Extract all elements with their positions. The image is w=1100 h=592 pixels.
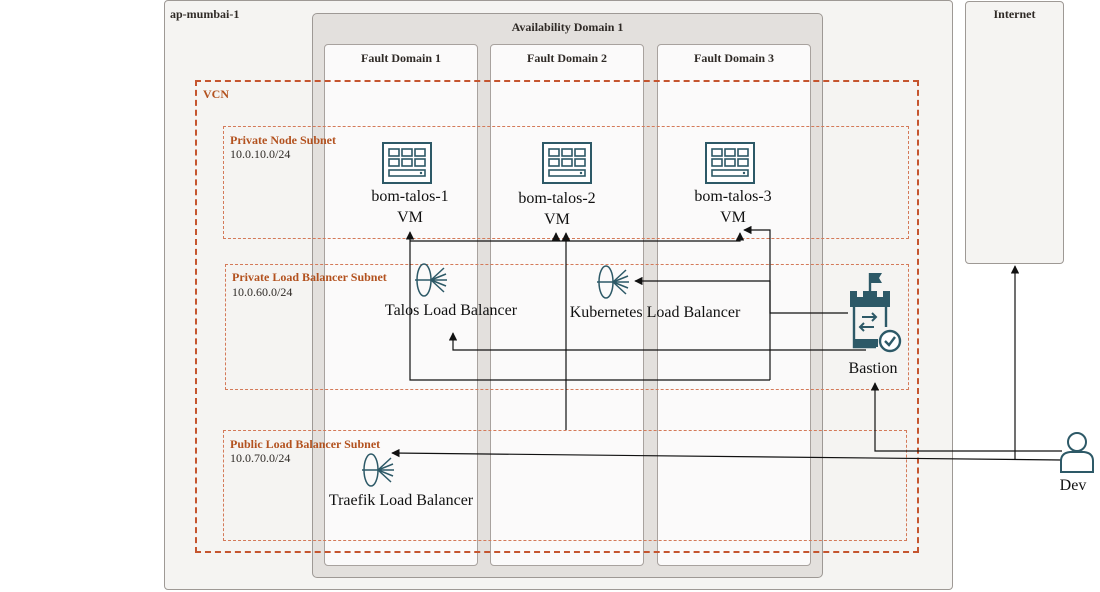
- private-node-subnet-cidr: 10.0.10.0/24: [230, 147, 291, 161]
- vm-icon: [382, 142, 432, 184]
- private-lb-subnet-name: Private Load Balancer Subnet: [232, 270, 387, 284]
- availability-domain-label: Availability Domain 1: [511, 20, 624, 34]
- wire-bastion-to-talos-lb: [448, 332, 866, 351]
- vm2-type: VM: [544, 211, 570, 228]
- vm2-name: bom-talos-2: [518, 190, 596, 207]
- public-lb-subnet-cidr: 10.0.70.0/24: [230, 451, 291, 465]
- bastion-label: Bastion: [848, 360, 898, 377]
- private-lb-subnet: [225, 264, 909, 390]
- load-balancer-icon: [597, 265, 629, 299]
- wire-dev-to-traefik: [391, 448, 1063, 461]
- internet-label: Internet: [993, 7, 1036, 21]
- vcn-label: VCN: [203, 87, 229, 101]
- vm3-name: bom-talos-3: [694, 188, 772, 205]
- fault-domain-1-label: Fault Domain 1: [360, 51, 441, 65]
- load-balancer-icon: [415, 263, 447, 297]
- wire-vm-bus-right: [743, 225, 771, 380]
- bastion-icon: [850, 273, 902, 353]
- vcn: [195, 80, 919, 553]
- load-balancer-icon: [362, 453, 394, 487]
- wire-dev-to-bastion: [870, 382, 1062, 452]
- dev-label: Dev: [1059, 477, 1087, 494]
- public-lb-subnet: [223, 430, 907, 541]
- public-lb-subnet-name: Public Load Balancer Subnet: [230, 437, 381, 451]
- vm3-type: VM: [720, 209, 746, 226]
- wire-bastion-to-k8s-lb: [634, 276, 848, 314]
- wire-talos-lb-to-vm1: [405, 231, 770, 381]
- vm-icon: [705, 142, 755, 184]
- talos-lb-label: Talos Load Balancer: [384, 302, 518, 319]
- fault-domain-1: [324, 44, 478, 566]
- internet-zone: [965, 1, 1064, 264]
- wire-talos-lb-to-vm3: [410, 232, 745, 242]
- fault-domain-2: [490, 44, 644, 566]
- user-icon: [1060, 432, 1094, 473]
- vm1-name: bom-talos-1: [371, 188, 449, 205]
- private-node-subnet-name: Private Node Subnet: [230, 133, 336, 147]
- fault-domain-3-label: Fault Domain 3: [693, 51, 774, 65]
- vm1-type: VM: [397, 209, 423, 226]
- region-label: ap-mumbai-1: [170, 7, 240, 21]
- private-lb-subnet-cidr: 10.0.60.0/24: [232, 285, 293, 299]
- traefik-lb-label: Traefik Load Balancer: [328, 492, 474, 509]
- fault-domain-2-label: Fault Domain 2: [526, 51, 607, 65]
- kubernetes-lb-label: Kubernetes Load Balancer: [569, 304, 741, 321]
- fault-domain-3: [657, 44, 811, 566]
- vm-icon: [542, 142, 592, 184]
